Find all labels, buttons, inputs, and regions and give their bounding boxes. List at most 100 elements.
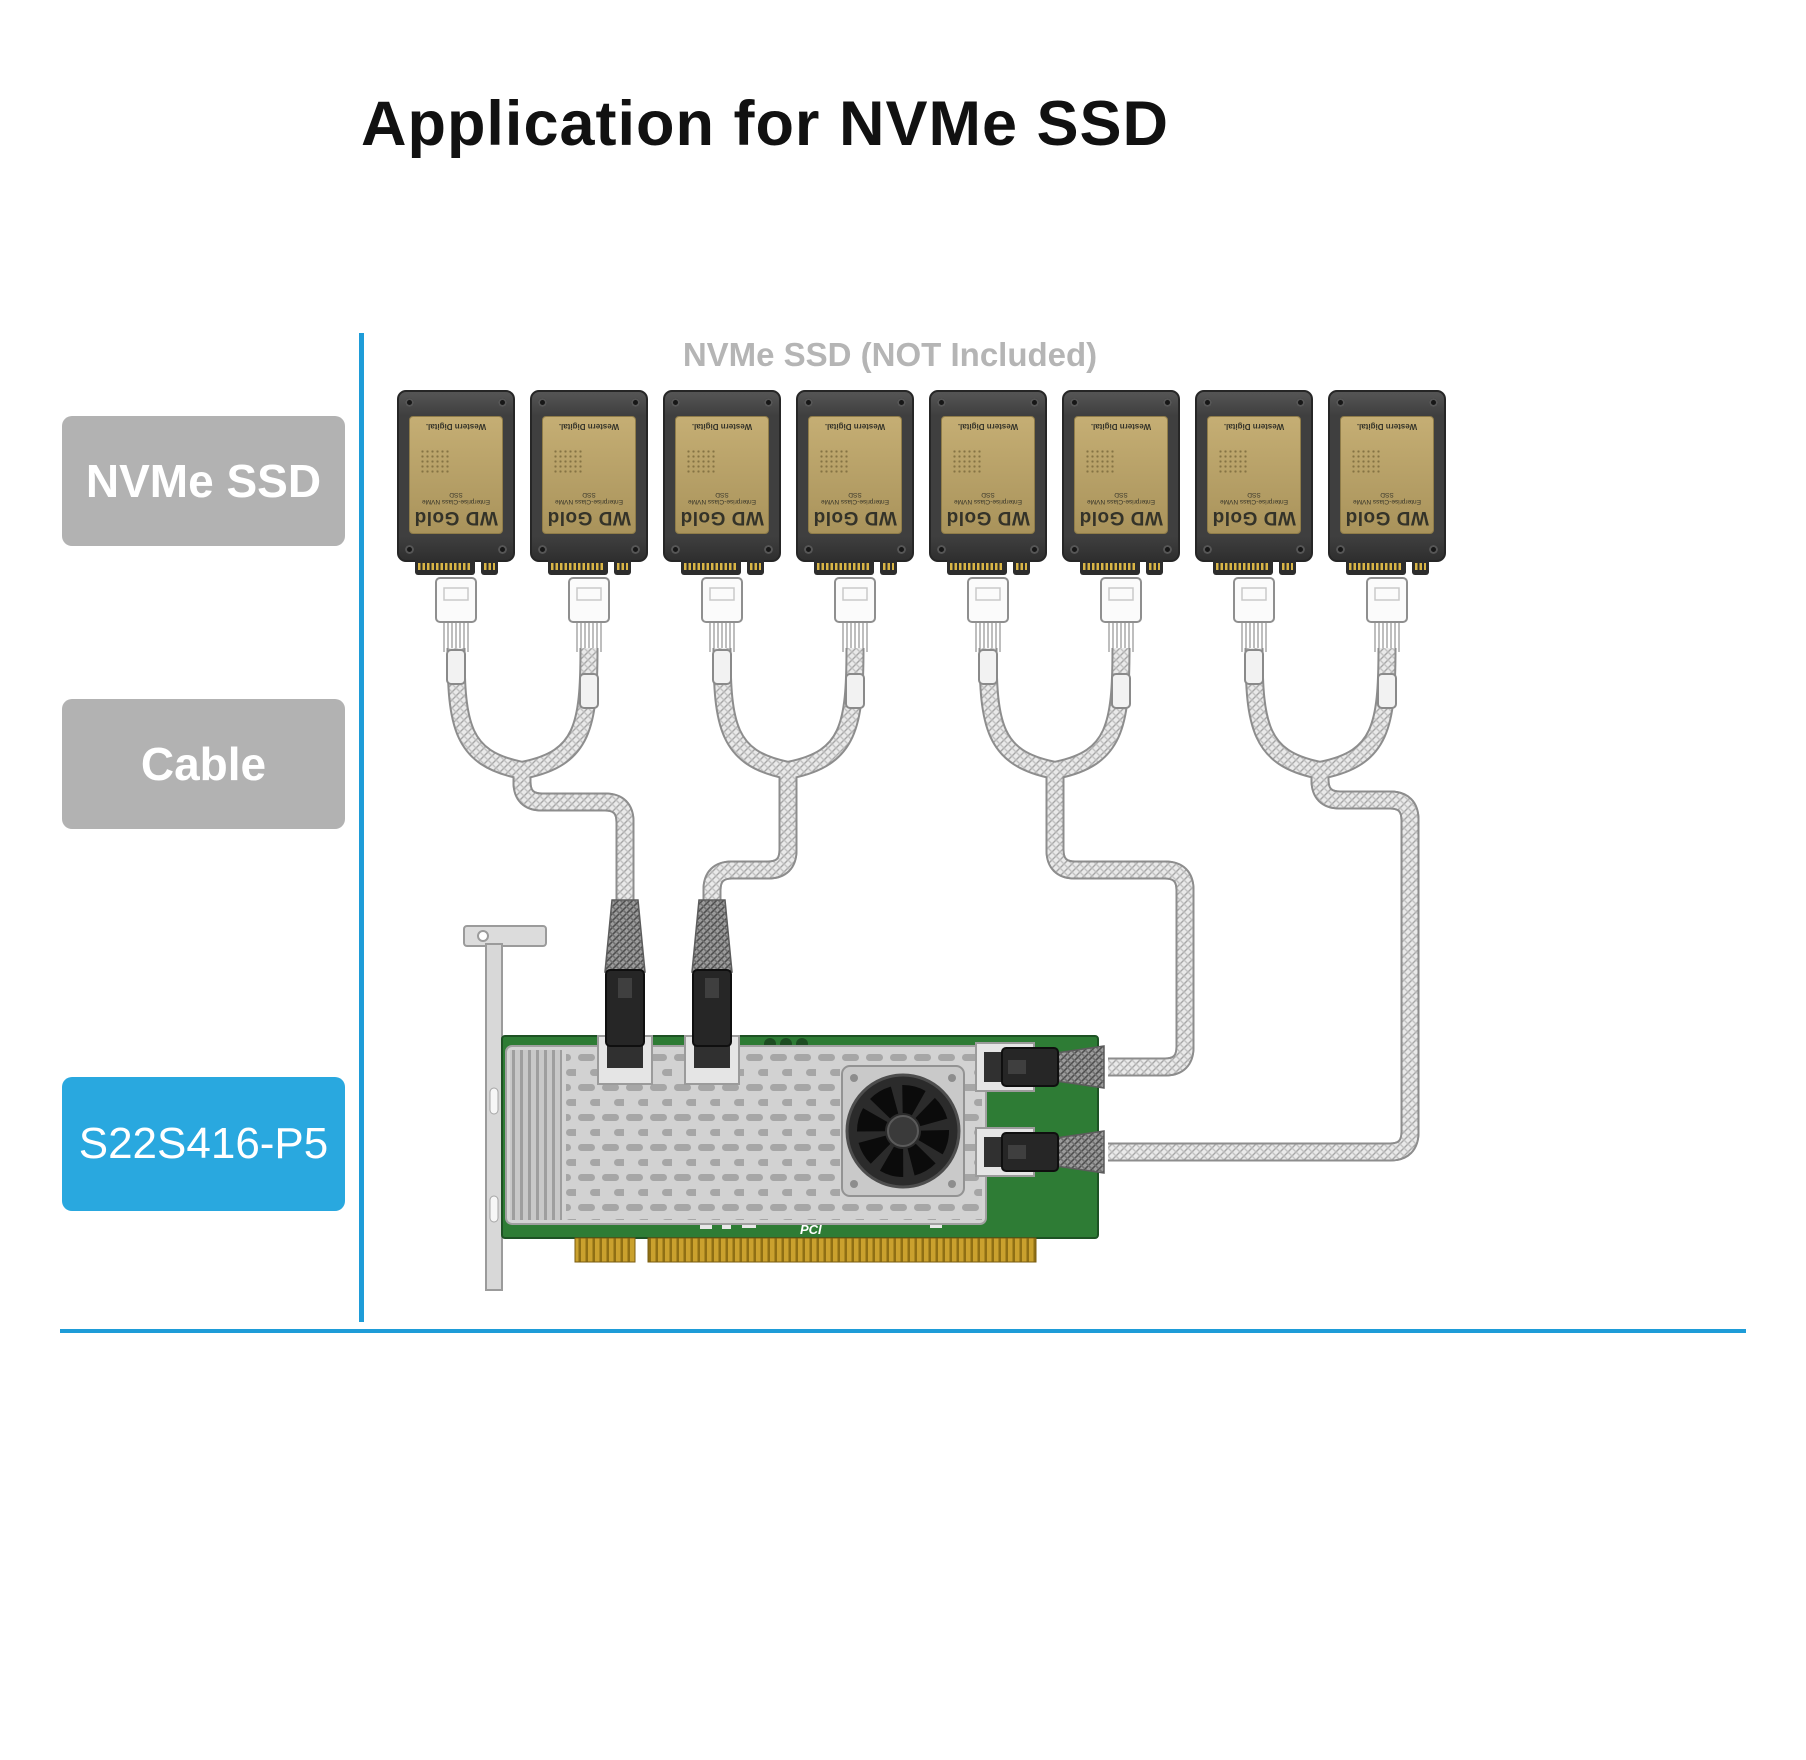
label-cable-text: Cable — [140, 738, 267, 790]
cable-clip — [845, 673, 865, 709]
gold-pins — [617, 563, 628, 570]
u2-connector — [814, 560, 874, 575]
drive-label-rotated: WD Gold Enterprise-Class NVMe SSD Wester… — [546, 420, 632, 530]
screw-icon — [1070, 545, 1079, 554]
nvme-ssd-drive: WD Gold Enterprise-Class NVMe SSD Wester… — [1062, 390, 1180, 575]
drive-cable-plug — [834, 577, 876, 652]
pcie-bracket — [463, 925, 547, 1291]
cable-clip — [712, 649, 732, 685]
divider-bottom — [60, 1329, 1746, 1333]
screw-icon — [764, 545, 773, 554]
drive-label: WD Gold Enterprise-Class NVMe SSD Wester… — [409, 416, 503, 534]
label-nvme-ssd-text: NVMe SSD — [85, 455, 322, 507]
drive-subline: Enterprise-Class NVMe SSD — [688, 491, 756, 505]
ssd-not-included-note: NVMe SSD (NOT Included) — [682, 336, 1098, 373]
screw-icon — [1429, 545, 1438, 554]
drive-brand: WD Gold — [1345, 507, 1429, 528]
gold-pins — [883, 563, 894, 570]
u2-connector-short — [614, 560, 631, 575]
nvme-ssd-drive: WD Gold Enterprise-Class NVMe SSD Wester… — [397, 390, 515, 575]
drive-maker: Western Digital. — [1090, 422, 1152, 431]
u2-connector-short — [1146, 560, 1163, 575]
screw-icon — [538, 545, 547, 554]
screw-icon — [1336, 545, 1345, 554]
drive-cable-plug — [1233, 577, 1275, 652]
screw-icon — [498, 545, 507, 554]
drive-brand: WD Gold — [680, 507, 764, 528]
screw-icon — [937, 545, 946, 554]
bracket-screw-hole — [477, 930, 489, 942]
screw-icon — [937, 398, 946, 407]
drive-label-rotated: WD Gold Enterprise-Class NVMe SSD Wester… — [812, 420, 898, 530]
drive-subline: Enterprise-Class NVMe SSD — [1087, 491, 1155, 505]
screw-icon — [1163, 398, 1172, 407]
label-card-model: S22S416-P5 — [62, 1077, 345, 1211]
u2-connector — [947, 560, 1007, 575]
screw-icon — [1429, 398, 1438, 407]
drive-label: WD Gold Enterprise-Class NVMe SSD Wester… — [542, 416, 636, 534]
screw-icon — [1163, 545, 1172, 554]
gold-pins — [1083, 563, 1137, 570]
cable-clip — [579, 673, 599, 709]
gold-pins — [750, 563, 761, 570]
page-title: Application for NVMe SSD — [360, 89, 1170, 159]
divider-vertical — [359, 333, 364, 1322]
dot-grid-icon — [819, 448, 849, 474]
u2-connector — [1346, 560, 1406, 575]
screw-icon — [764, 398, 773, 407]
screw-icon — [631, 398, 640, 407]
gold-pins — [684, 563, 738, 570]
drive-maker: Western Digital. — [957, 422, 1019, 431]
drive-subline: Enterprise-Class NVMe SSD — [1220, 491, 1288, 505]
label-card-model-text: S22S416-P5 — [78, 1119, 329, 1168]
nvme-ssd-drive: WD Gold Enterprise-Class NVMe SSD Wester… — [530, 390, 648, 575]
gold-pins — [551, 563, 605, 570]
u2-connector-short — [1412, 560, 1429, 575]
cable-clip — [978, 649, 998, 685]
gold-pins — [418, 563, 472, 570]
screw-icon — [631, 545, 640, 554]
screw-icon — [1296, 545, 1305, 554]
label-cable: Cable — [62, 699, 345, 829]
u2-connector-short — [481, 560, 498, 575]
drive-subline: Enterprise-Class NVMe SSD — [422, 491, 490, 505]
cable-clip — [446, 649, 466, 685]
screw-icon — [804, 398, 813, 407]
dot-grid-icon — [1085, 448, 1115, 474]
u2-connector-short — [1279, 560, 1296, 575]
u2-connector — [548, 560, 608, 575]
u2-connector — [1080, 560, 1140, 575]
fan-icon — [841, 1065, 965, 1197]
drive-cable-plug — [568, 577, 610, 652]
drive-cable-plug — [435, 577, 477, 652]
screw-icon — [405, 545, 414, 554]
screw-icon — [1203, 545, 1212, 554]
screw-icon — [804, 545, 813, 554]
drive-plugs — [435, 577, 1408, 652]
drive-brand: WD Gold — [946, 507, 1030, 528]
ssd-row: WD Gold Enterprise-Class NVMe SSD Wester… — [397, 390, 1446, 575]
screw-icon — [538, 398, 547, 407]
u2-connector — [1213, 560, 1273, 575]
drive-maker: Western Digital. — [1223, 422, 1285, 431]
nvme-ssd-drive: WD Gold Enterprise-Class NVMe SSD Wester… — [1328, 390, 1446, 575]
gold-pins — [1415, 563, 1426, 570]
gold-pins — [950, 563, 1004, 570]
nvme-ssd-drive: WD Gold Enterprise-Class NVMe SSD Wester… — [1195, 390, 1313, 575]
u2-connector-short — [880, 560, 897, 575]
nvme-ssd-drive: WD Gold Enterprise-Class NVMe SSD Wester… — [796, 390, 914, 575]
drive-brand: WD Gold — [813, 507, 897, 528]
drive-label: WD Gold Enterprise-Class NVMe SSD Wester… — [808, 416, 902, 534]
gold-pins — [484, 563, 495, 570]
drive-cable-plug — [701, 577, 743, 652]
gold-pins — [1349, 563, 1403, 570]
drive-maker: Western Digital. — [558, 422, 620, 431]
drive-label-rotated: WD Gold Enterprise-Class NVMe SSD Wester… — [1344, 420, 1430, 530]
screw-icon — [1030, 398, 1039, 407]
gold-pins — [1216, 563, 1270, 570]
u2-connector — [681, 560, 741, 575]
gold-pins — [1282, 563, 1293, 570]
drive-label: WD Gold Enterprise-Class NVMe SSD Wester… — [675, 416, 769, 534]
screw-icon — [1296, 398, 1305, 407]
